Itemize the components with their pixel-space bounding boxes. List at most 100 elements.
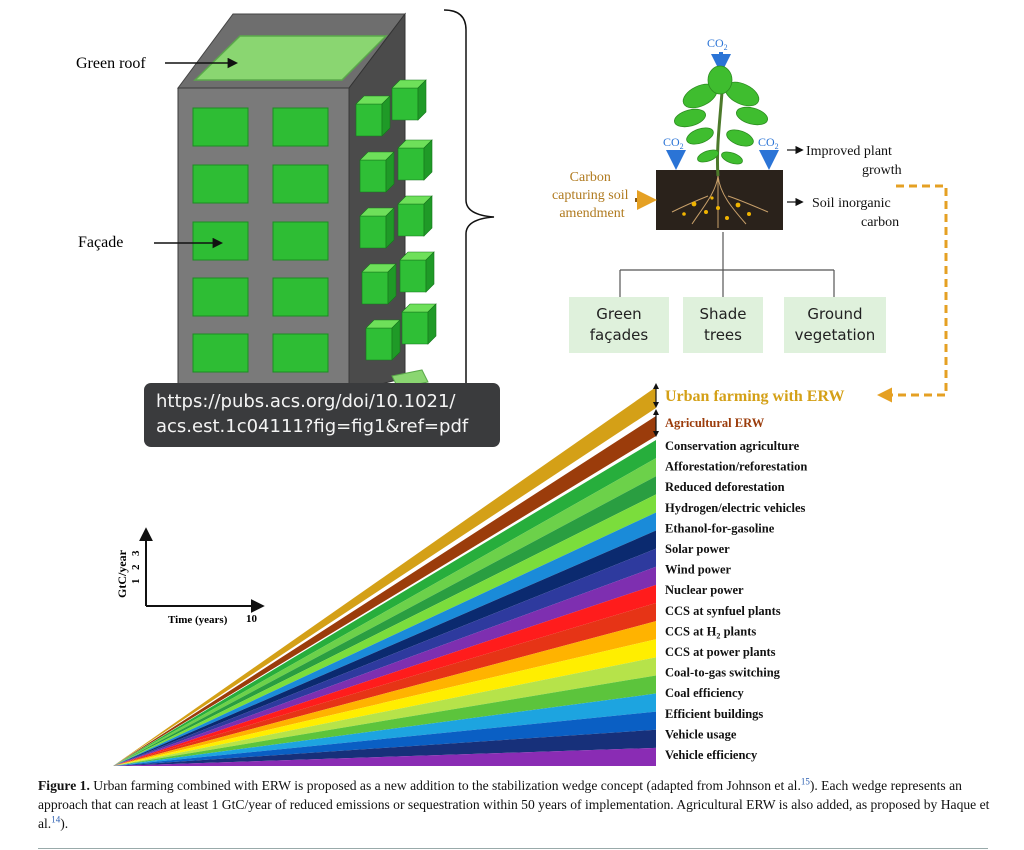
co2-right-label: CO2: [758, 135, 779, 151]
amendment-label: Carbon capturing soil amendment: [552, 170, 632, 221]
caption-text-3: ).: [60, 816, 69, 831]
facade-window: [192, 221, 249, 261]
wedge-label: Coal-to-gas switching: [665, 666, 781, 680]
url-tooltip-line-1: https://pubs.acs.org/doi/10.1021/: [156, 391, 456, 412]
planter-cube: [355, 95, 391, 137]
planter-cube: [391, 79, 427, 121]
wedge-label: Reduced deforestation: [665, 480, 785, 494]
facade-window: [272, 164, 329, 204]
wedge-label: Ethanol-for-gasoline: [665, 521, 775, 535]
green-roof-label: Green roof: [76, 55, 146, 72]
growth-label: Improved plant growth: [806, 144, 902, 178]
planter-cube: [359, 151, 395, 193]
x-tick-10: 10: [246, 613, 258, 625]
ground-vegetation-box: Ground vegetation: [784, 297, 886, 353]
url-tooltip: https://pubs.acs.org/doi/10.1021/ acs.es…: [144, 383, 500, 447]
caption-text-1: Urban farming combined with ERW is propo…: [89, 778, 801, 793]
planter-cube: [397, 139, 433, 181]
green-roof: [193, 35, 388, 81]
x-axis-label: Time (years): [168, 614, 228, 626]
wedge-band: [113, 729, 656, 766]
wedge-band: [113, 657, 656, 766]
green-facades-label: Green façades: [589, 305, 649, 344]
wedge-label: Vehicle efficiency: [665, 748, 758, 762]
planter-cube: [401, 303, 437, 345]
wedge-label: CCS at power plants: [665, 645, 776, 659]
facade-window: [192, 333, 249, 373]
grouping-brace: [443, 9, 495, 431]
facade-window: [272, 221, 329, 261]
plant-foliage: [674, 65, 768, 177]
wedge-label: CCS at H2 plants: [665, 624, 756, 640]
caption-ref-14[interactable]: 14: [51, 814, 61, 825]
agricultural-erw-label: Agricultural ERW: [665, 416, 765, 430]
side-planter-cubes: [355, 79, 437, 361]
dashed-link-arrow: [877, 184, 948, 403]
wedge-band: [113, 548, 656, 766]
ground-vegetation-label: Ground vegetation: [794, 305, 876, 344]
facade-window: [272, 333, 329, 373]
shade-trees-label: Shade trees: [699, 305, 747, 344]
shade-trees-box: Shade trees: [683, 297, 763, 353]
planter-cube: [361, 263, 397, 305]
branch-connector: [619, 232, 835, 298]
wedge-label: Solar power: [665, 542, 730, 556]
wedge-labels: Urban farming with ERW Agricultural ERW Co…: [665, 388, 844, 762]
soil-block: [656, 170, 783, 230]
stabilization-wedges: [113, 387, 656, 766]
wedge-band: [113, 675, 656, 766]
caption-text-2: ). Each wedge represents an approach tha…: [38, 778, 990, 831]
wedge-band: [113, 603, 656, 766]
building-illustration: [177, 12, 437, 393]
wedge-label: CCS at synfuel plants: [665, 604, 781, 618]
y-axis-label: GtC/year: [115, 549, 129, 598]
caption-divider: [38, 848, 988, 849]
plant-roots: [671, 175, 769, 228]
urban-farming-label: Urban farming with ERW: [665, 388, 844, 405]
figure-caption: Figure 1. Urban farming combined with ER…: [38, 776, 998, 833]
caption-ref-15[interactable]: 15: [800, 776, 810, 787]
facade-window: [192, 107, 249, 147]
co2-top-label: CO2: [707, 36, 728, 52]
facade-window: [272, 277, 329, 317]
wedge-label: Coal efficiency: [665, 686, 745, 700]
plant-panel: CO2 CO2 CO2: [552, 36, 948, 403]
caption-label: Figure 1.: [38, 778, 90, 793]
soil-carbon-label: Soil inorganic carbon: [812, 196, 899, 230]
wedge-band: [113, 440, 656, 766]
scale-axes: GtC/year 1 2 3 Time (years) 10: [115, 527, 265, 626]
green-facades-box: Green façades: [569, 297, 669, 353]
wedge-band: [113, 512, 656, 766]
soil-particles: [682, 196, 751, 220]
facade-window: [272, 107, 329, 147]
facade-label: Façade: [78, 234, 123, 251]
facade-window: [192, 164, 249, 204]
facade-window: [192, 277, 249, 317]
wedge-band: [113, 584, 656, 766]
planter-cube: [397, 195, 433, 237]
agricultural-erw-wedge: [113, 416, 656, 766]
wedge-label: Vehicle usage: [665, 727, 737, 741]
wedge-label: Nuclear power: [665, 583, 744, 597]
wedge-band: [113, 476, 656, 766]
wedge-band: [113, 530, 656, 766]
planter-cube: [365, 319, 401, 361]
planter-cube: [399, 251, 435, 293]
wedge-band: [113, 693, 656, 766]
urban-farming-wedge: [113, 387, 656, 766]
planter-cube: [359, 207, 395, 249]
front-windows: [192, 107, 329, 373]
wedge-band: [113, 747, 656, 766]
wedge-band: [113, 711, 656, 766]
wedge-label: Afforestation/reforestation: [665, 460, 807, 474]
y-tick-1: 1: [130, 579, 142, 585]
wedge-band: [113, 566, 656, 766]
wedge-label: Efficient buildings: [665, 707, 763, 721]
wedge-label: Wind power: [665, 563, 732, 577]
wedge-band: [113, 621, 656, 766]
wedge-label: Conservation agriculture: [665, 439, 800, 453]
wedge-band: [113, 639, 656, 766]
wedge-band: [113, 458, 656, 766]
wedge-label: Hydrogen/electric vehicles: [665, 501, 805, 515]
